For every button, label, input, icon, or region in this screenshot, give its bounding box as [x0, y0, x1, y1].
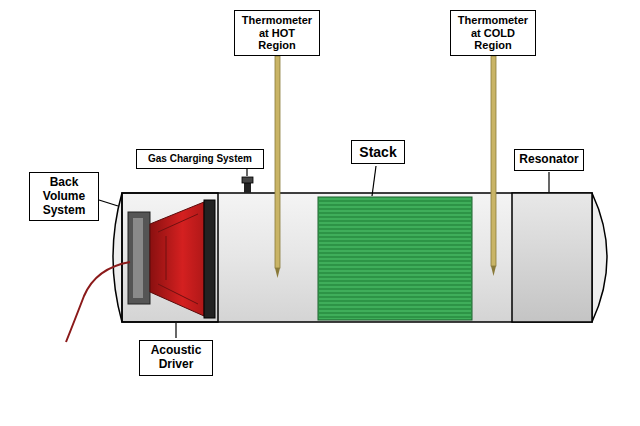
driver-rim [204, 200, 215, 318]
thermometer-label: Thermometer at HOT Region [234, 10, 320, 56]
part-label: Gas Charging System [136, 149, 264, 169]
label-text: Stack [359, 144, 396, 160]
hot-thermometer [275, 56, 280, 278]
right-end-cap [592, 193, 607, 322]
part-label: Back Volume System [29, 172, 99, 221]
gas-valve-body [244, 182, 251, 193]
label-text: Gas Charging System [148, 153, 252, 165]
part-label: Acoustic Driver [139, 340, 213, 376]
left-end-cap [113, 193, 122, 322]
label-text: Thermometer at HOT Region [239, 14, 315, 52]
label-text: Resonator [519, 153, 578, 167]
label-text: Acoustic Driver [144, 344, 208, 372]
part-label: Resonator [514, 149, 584, 171]
tube-body [122, 193, 592, 322]
back-volume-housing [122, 193, 218, 322]
part-label: Stack [351, 140, 405, 164]
thermometer-label: Thermometer at COLD Region [450, 10, 536, 56]
label-text: Back Volume System [34, 176, 94, 217]
stack-plates [318, 197, 472, 320]
driver-cone [150, 202, 204, 316]
driver-magnet-face [133, 218, 143, 298]
leader-lines [99, 163, 549, 338]
driver-magnet [128, 212, 150, 304]
driver-wire [66, 262, 130, 342]
resonator-section [512, 193, 592, 322]
label-text: Thermometer at COLD Region [455, 14, 531, 52]
driver-cone-detail [158, 214, 198, 304]
gas-valve-knob [242, 177, 253, 183]
cold-thermometer [491, 56, 496, 276]
